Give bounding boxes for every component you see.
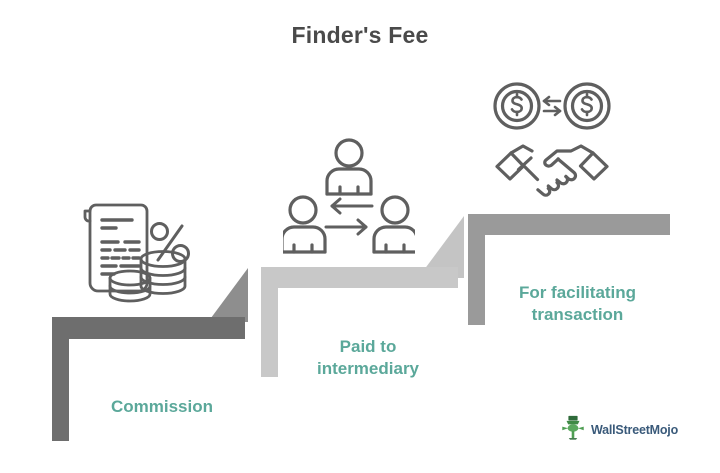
step-3-arm xyxy=(468,214,670,235)
step-3-leg xyxy=(468,214,485,325)
wallstreetmojo-logo: WallStreetMojo xyxy=(560,414,678,445)
people-exchange-svg xyxy=(280,138,419,254)
person-bottom-right-icon xyxy=(372,195,419,254)
dollar-handshake-svg xyxy=(493,82,611,197)
step-2-arm xyxy=(261,267,458,288)
exchange-arrows-icon xyxy=(542,95,562,117)
invoice-percent-coins-icon xyxy=(78,198,192,310)
step-1-label: Commission xyxy=(110,397,214,416)
people-exchange-icon xyxy=(280,137,419,259)
exchange-arrows-icon xyxy=(324,197,374,236)
step-2-label: Paid to intermediary xyxy=(316,337,420,379)
wallstreetmojo-logo-text: WallStreetMojo xyxy=(591,422,679,437)
step-1-arm xyxy=(52,317,245,339)
dollar-coin-left-icon xyxy=(493,82,541,130)
coin-stack-left-icon xyxy=(108,269,152,303)
wallstreetmojo-logo-mark-svg xyxy=(562,415,584,440)
coin-stack-right-icon xyxy=(139,250,187,295)
step-1-leg xyxy=(52,317,69,441)
handshake-cuff-left-icon xyxy=(495,151,526,181)
page-title: Finder's Fee xyxy=(291,22,429,48)
handshake-icon xyxy=(495,144,609,197)
person-top-icon xyxy=(325,138,373,196)
invoice-text-lines-icon xyxy=(100,218,141,276)
invoice-document-icon xyxy=(83,203,149,293)
invoice-percent-coins-svg xyxy=(83,203,190,303)
handshake-cuff-right-icon xyxy=(578,151,609,181)
wallstreetmojo-logo-mark xyxy=(560,414,586,445)
dollar-handshake-icon xyxy=(487,80,617,210)
person-bottom-left-icon xyxy=(280,195,327,254)
dollar-coin-right-icon xyxy=(563,82,611,130)
connector-1-2 xyxy=(208,268,248,322)
step-2-leg xyxy=(261,267,278,377)
step-3-label: For facilitating transaction xyxy=(518,283,637,325)
